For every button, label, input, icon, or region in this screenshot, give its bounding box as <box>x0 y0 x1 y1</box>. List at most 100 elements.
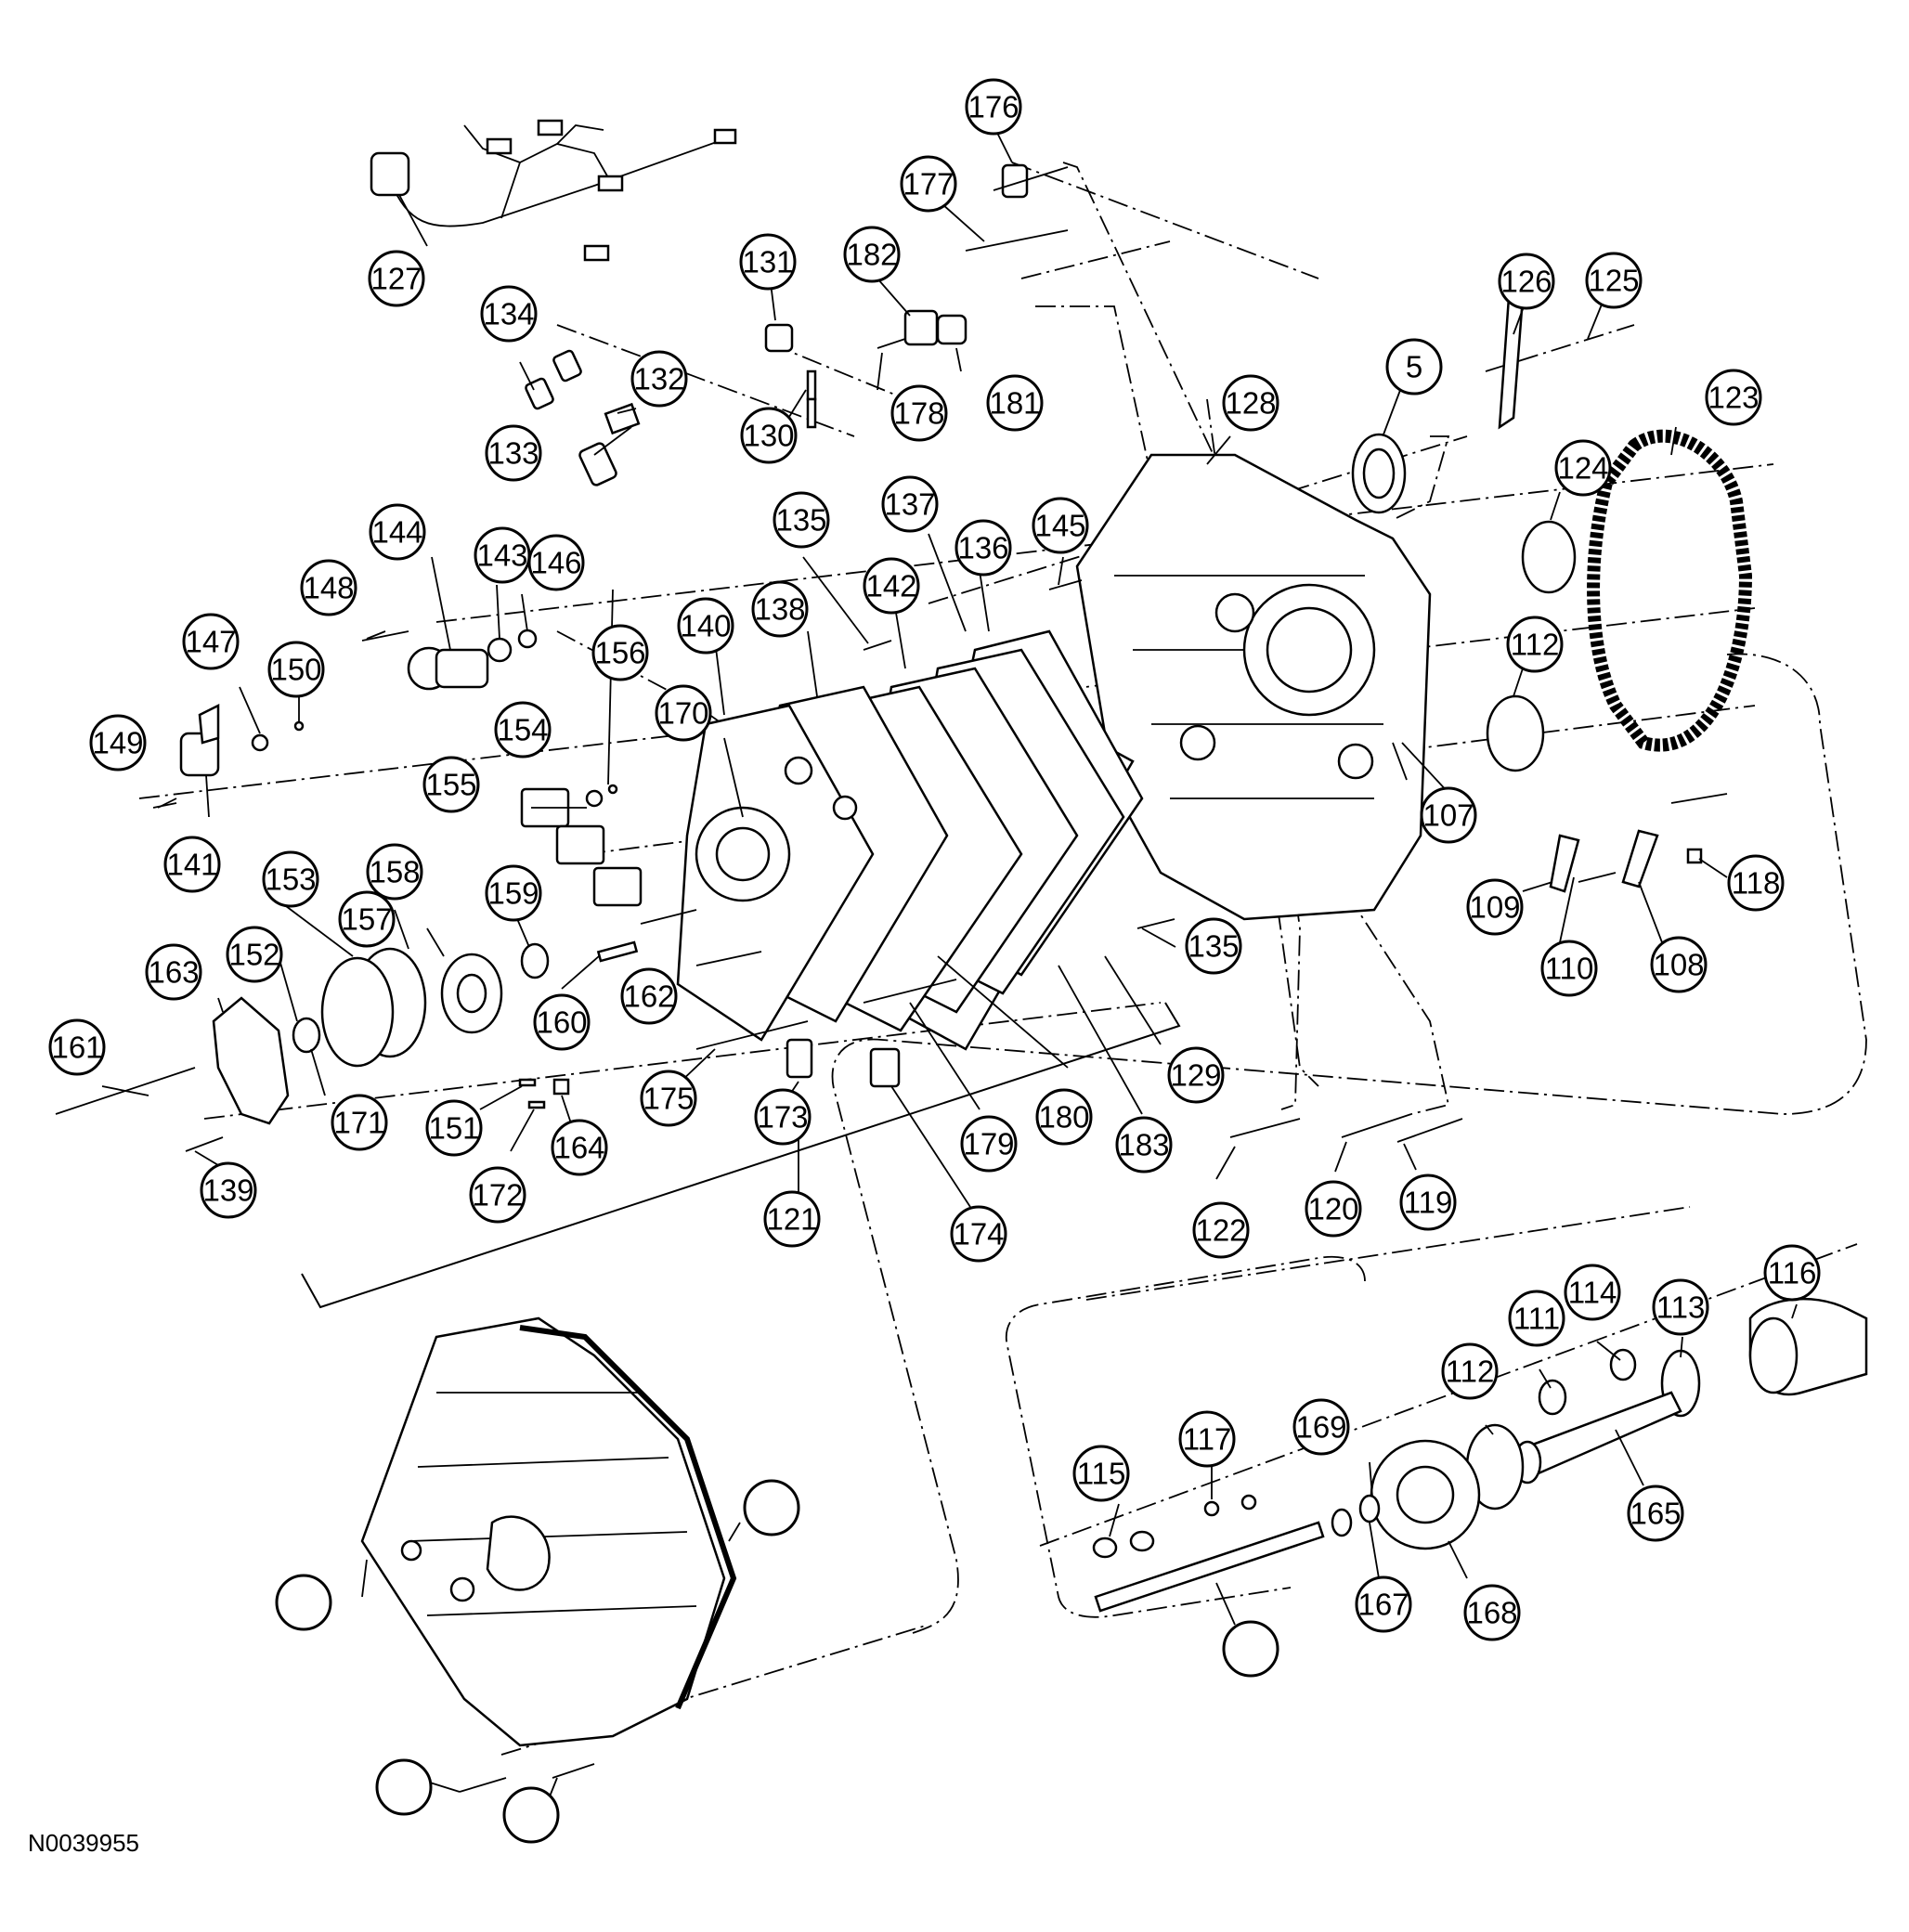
callout-116: 117 <box>1178 1410 1236 1468</box>
callout-180: 120 <box>1305 1180 1362 1238</box>
callout-165 <box>743 1479 800 1537</box>
callout-168 <box>375 1758 433 1816</box>
callout-label: 147 <box>185 625 236 659</box>
callout-label: 156 <box>594 636 645 670</box>
callout-161: 164 <box>551 1119 608 1176</box>
transmission-case-128 <box>1075 453 1432 921</box>
callout-140: 138 <box>751 580 809 638</box>
callout-label: 157 <box>341 902 392 937</box>
callout-label: 180 <box>1038 1100 1089 1135</box>
solenoid-145 <box>152 630 489 809</box>
callout-183: 119 <box>1399 1173 1457 1231</box>
callout-136: 136 <box>954 519 1012 577</box>
callout-label: 161 <box>51 1031 102 1065</box>
callout-135: 135 <box>1185 917 1242 975</box>
callout-120: 108 <box>1650 936 1708 993</box>
callout-label: 143 <box>476 538 527 573</box>
callout-143: 146 <box>527 534 585 591</box>
callout-label: 128 <box>1225 386 1276 421</box>
callout-label: 149 <box>92 726 143 760</box>
callout-152: 160 <box>533 993 591 1051</box>
callout-label: 141 <box>166 848 217 882</box>
callout-107: 116 <box>1763 1244 1821 1302</box>
callout-115: 167 <box>1355 1575 1412 1633</box>
callout-label: 144 <box>371 515 422 550</box>
callout-179: 122 <box>1192 1201 1250 1259</box>
top-fasteners <box>877 163 1069 349</box>
callout-125: 125 <box>1585 252 1643 309</box>
callout-label: 107 <box>1422 798 1474 833</box>
callout-label: 177 <box>903 167 954 201</box>
callout-label: 117 <box>1183 1422 1232 1457</box>
callout-label: 121 <box>766 1202 817 1237</box>
wiring-harness-127 <box>370 119 737 262</box>
callout-label: 176 <box>967 90 1019 124</box>
callout-113: 168 <box>1463 1584 1521 1641</box>
callout-label: 135 <box>1188 929 1239 964</box>
callout-label: 112 <box>1511 628 1560 662</box>
callout-label: 131 <box>742 245 793 279</box>
sensor-cluster-133 <box>525 323 817 486</box>
callout-128: 128 <box>1222 374 1279 432</box>
callout-144: 143 <box>474 526 531 584</box>
callout-label: 175 <box>643 1082 694 1116</box>
callout-111: 165 <box>1627 1485 1684 1542</box>
callout-142: 170 <box>655 684 712 742</box>
callout-label: 142 <box>865 569 916 603</box>
callout-145: 144 <box>369 503 426 561</box>
figure-id: N0039955 <box>28 1829 139 1857</box>
bracket-174 <box>301 1002 1181 1309</box>
callout-150: 149 <box>89 714 147 772</box>
callout-label: 167 <box>1357 1588 1409 1622</box>
callout-label: 138 <box>754 592 805 627</box>
small-hardware <box>518 909 957 1109</box>
callout-label: 129 <box>1170 1058 1221 1093</box>
callout-131: 131 <box>739 233 797 291</box>
leader-lines <box>101 124 1798 1802</box>
callout-label: 137 <box>884 487 935 522</box>
pump-assembly <box>55 940 639 1152</box>
callout-label: 126 <box>1500 265 1552 299</box>
callout-label: 159 <box>487 876 539 911</box>
callout-label: 165 <box>1630 1497 1681 1531</box>
callout-label: 139 <box>202 1173 253 1208</box>
callout-172: 179 <box>960 1115 1018 1173</box>
callout-label: 179 <box>963 1127 1014 1161</box>
callout-151: 173 <box>754 1088 812 1146</box>
callout-label: 123 <box>1708 381 1759 415</box>
callout-158: 163 <box>145 943 202 1001</box>
callout-155: 157 <box>338 890 396 948</box>
callout-132: 132 <box>630 350 688 408</box>
callout-182: 182 <box>843 226 901 283</box>
callout-114: 169 <box>1292 1398 1350 1456</box>
callout-label: 109 <box>1469 890 1520 925</box>
callout-174: 121 <box>763 1190 821 1248</box>
callout-label: 171 <box>333 1106 384 1140</box>
callout-label: 168 <box>1466 1596 1517 1630</box>
callout-label: 174 <box>953 1217 1004 1251</box>
callout-147: 156 <box>591 624 649 681</box>
callout-label: 169 <box>1295 1410 1346 1445</box>
callout-label: 122 <box>1195 1213 1246 1248</box>
callout-121: 109 <box>1466 878 1524 936</box>
callout-133: 133 <box>485 424 542 482</box>
callout-label: 158 <box>369 855 420 889</box>
callout-label: 155 <box>425 768 476 802</box>
callout-127: 127 <box>368 250 425 307</box>
callout-label: 114 <box>1568 1276 1617 1310</box>
callout-163: 151 <box>425 1099 483 1157</box>
callout-129: 107 <box>1420 786 1477 844</box>
callout-label: 170 <box>657 696 708 731</box>
callout-148: 147 <box>182 613 240 670</box>
callout-175: 183 <box>1115 1116 1173 1173</box>
callout-label: 154 <box>497 713 548 747</box>
callout-label: 164 <box>553 1131 604 1165</box>
callout-170: 155 <box>422 756 480 813</box>
callout-181: 181 <box>986 374 1044 432</box>
callout-label: 111 <box>1513 1302 1560 1336</box>
drive-chain-123 <box>1587 429 1753 752</box>
callout-112: 112 <box>1441 1342 1499 1400</box>
callout-109: 114 <box>1564 1264 1621 1321</box>
callout-147: 150 <box>267 641 325 698</box>
callout-157: 152 <box>226 926 283 983</box>
